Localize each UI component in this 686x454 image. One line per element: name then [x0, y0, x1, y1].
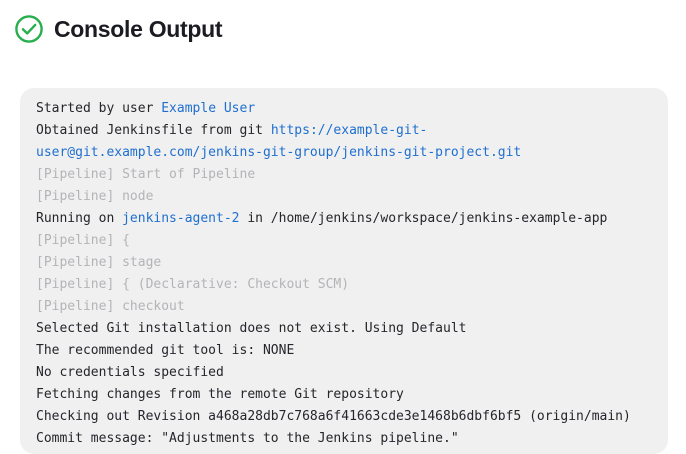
console-log-text: in /home/jenkins/workspace/jenkins-examp…	[239, 211, 608, 226]
console-log-text: No credentials specified	[36, 365, 224, 380]
console-log-line: [Pipeline] { (Declarative: Checkout SCM)	[36, 274, 652, 296]
console-log-line: [Pipeline] checkout	[36, 296, 652, 318]
console-log-text: Selected Git installation does not exist…	[36, 321, 467, 336]
console-log-line: Running on jenkins-agent-2 in /home/jenk…	[36, 208, 652, 230]
console-log-line: No credentials specified	[36, 362, 652, 384]
console-log-text: Running on	[36, 211, 123, 226]
console-log-text: [Pipeline] Start of Pipeline	[36, 167, 256, 182]
console-log-text: Checking out Revision a468a28db7c768a6f4…	[36, 409, 631, 424]
console-log-text: [Pipeline] node	[36, 189, 154, 204]
console-log-line: Obtained Jenkinsfile from git https://ex…	[36, 120, 652, 164]
console-log-line: Started by user Example User	[36, 98, 652, 120]
console-log-link[interactable]: jenkins-agent-2	[122, 211, 240, 226]
console-log-line: [Pipeline] node	[36, 186, 652, 208]
console-log-text: Started by user	[36, 101, 162, 116]
console-log-link[interactable]: https://example-git-user@git.example.com…	[36, 123, 522, 160]
console-log-text: Fetching changes from the remote Git rep…	[36, 387, 404, 402]
console-log-line: [Pipeline] Start of Pipeline	[36, 164, 652, 186]
console-log-line: The recommended git tool is: NONE	[36, 340, 652, 362]
console-log-line: [Pipeline] stage	[36, 252, 652, 274]
console-log-text: The recommended git tool is: NONE	[36, 343, 295, 358]
console-log-text: [Pipeline] { (Declarative: Checkout SCM)	[36, 277, 350, 292]
console-log-line: [Pipeline] {	[36, 230, 652, 252]
console-log-line: Selected Git installation does not exist…	[36, 318, 652, 340]
console-log-line: Fetching changes from the remote Git rep…	[36, 384, 652, 406]
page-header: Console Output	[0, 0, 686, 44]
console-log-text: Obtained Jenkinsfile from git	[36, 123, 271, 138]
check-circle-icon	[15, 15, 43, 43]
console-log-text: [Pipeline] {	[36, 233, 130, 248]
console-log-text: Commit message: "Adjustments to the Jenk…	[36, 431, 459, 446]
console-log-text: [Pipeline] checkout	[36, 299, 185, 314]
console-log-line: Checking out Revision a468a28db7c768a6f4…	[36, 406, 652, 428]
console-log-text: [Pipeline] stage	[36, 255, 162, 270]
console-log-link[interactable]: Example User	[161, 101, 256, 116]
console-log-line: Commit message: "Adjustments to the Jenk…	[36, 428, 652, 450]
page-title: Console Output	[54, 16, 223, 42]
